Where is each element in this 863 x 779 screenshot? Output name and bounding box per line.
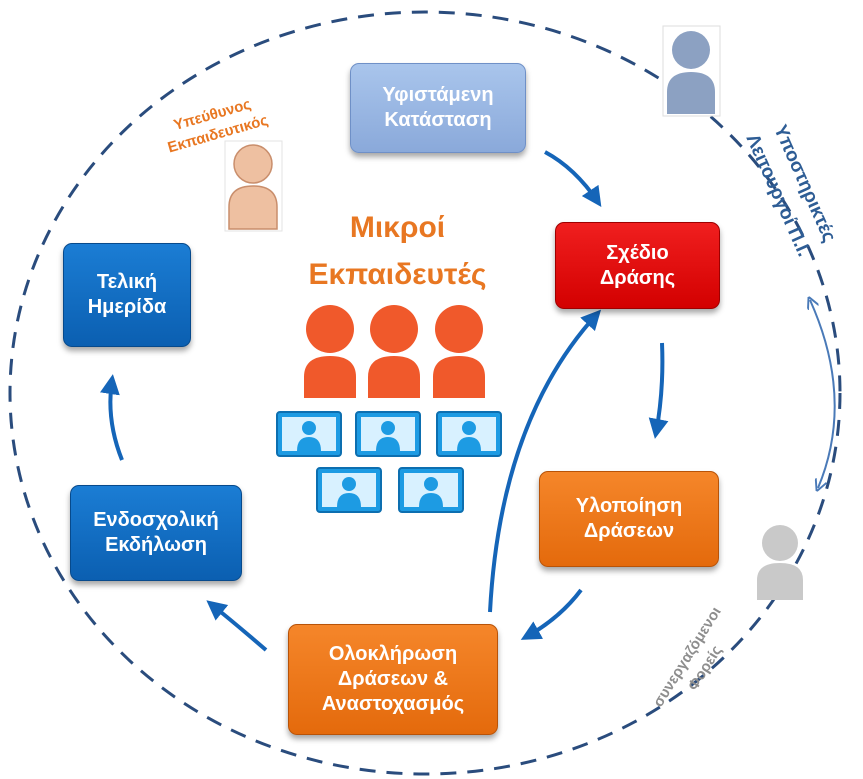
- cycle-dashed-circle: [8, 10, 842, 776]
- box-final-day: Τελική Ημερίδα: [63, 243, 191, 347]
- person-gray-icon: [757, 525, 803, 600]
- diagram-title: Μικροί Εκπαιδευτές: [290, 205, 505, 298]
- box-implementation: Υλοποίηση Δράσεων: [539, 471, 719, 567]
- arrow-support-partners: [810, 300, 836, 488]
- box-current-state-line-2: Κατάσταση: [384, 109, 492, 131]
- arrow-plan-to-implementation: [648, 342, 669, 439]
- box-final-day-line-1: Τελική: [96, 271, 158, 293]
- box-action-plan-line-2: Δράσης: [599, 266, 676, 289]
- box-current-state-line-1: Υφιστάμενη: [382, 84, 494, 106]
- box-completion-line-3: Αναστοχασμός: [321, 693, 465, 715]
- box-completion-line-1: Ολοκλήρωση: [328, 643, 458, 665]
- person-orange-icon: [433, 305, 485, 398]
- person-orange-icon: [368, 305, 420, 398]
- monitor-user-icon: [398, 467, 464, 513]
- monitor-user-icon: [436, 411, 502, 457]
- box-school-event: Ενδοσχολική Εκδήλωση: [70, 485, 242, 581]
- box-school-event-line-2: Εκδήλωση: [105, 534, 207, 556]
- person-orange-icon: [304, 305, 356, 398]
- arrow-completion-to-plan: [488, 309, 602, 613]
- arrow-implementation-to-completion: [520, 588, 583, 640]
- monitor-user-icon: [276, 411, 342, 457]
- person-peach-icon: [224, 140, 283, 232]
- box-completion: Ολοκλήρωση Δράσεων & Αναστοχασμός: [288, 624, 498, 735]
- monitor-user-icon: [355, 411, 421, 457]
- title-line-1: Μικροί: [349, 211, 446, 244]
- box-action-plan: Σχέδιο Δράσης: [555, 222, 720, 309]
- box-implementation-line-1: Υλοποίηση: [575, 495, 683, 517]
- box-implementation-line-2: Δράσεων: [583, 520, 675, 542]
- box-final-day-line-2: Ημερίδα: [87, 296, 167, 318]
- box-current-state: Υφιστάμενη Κατάσταση: [350, 63, 526, 153]
- arrow-event-to-final: [100, 374, 124, 461]
- box-action-plan-line-1: Σχέδιο: [606, 241, 669, 264]
- arrow-current-to-plan: [544, 150, 602, 207]
- monitor-user-icon: [316, 467, 382, 513]
- person-gray-blue-icon: [662, 25, 721, 117]
- box-completion-line-2: Δράσεων &: [337, 668, 449, 690]
- box-school-event-line-1: Ενδοσχολική: [93, 509, 219, 531]
- title-line-2: Εκπαιδευτές: [308, 257, 487, 291]
- arrow-completion-to-event: [206, 600, 268, 652]
